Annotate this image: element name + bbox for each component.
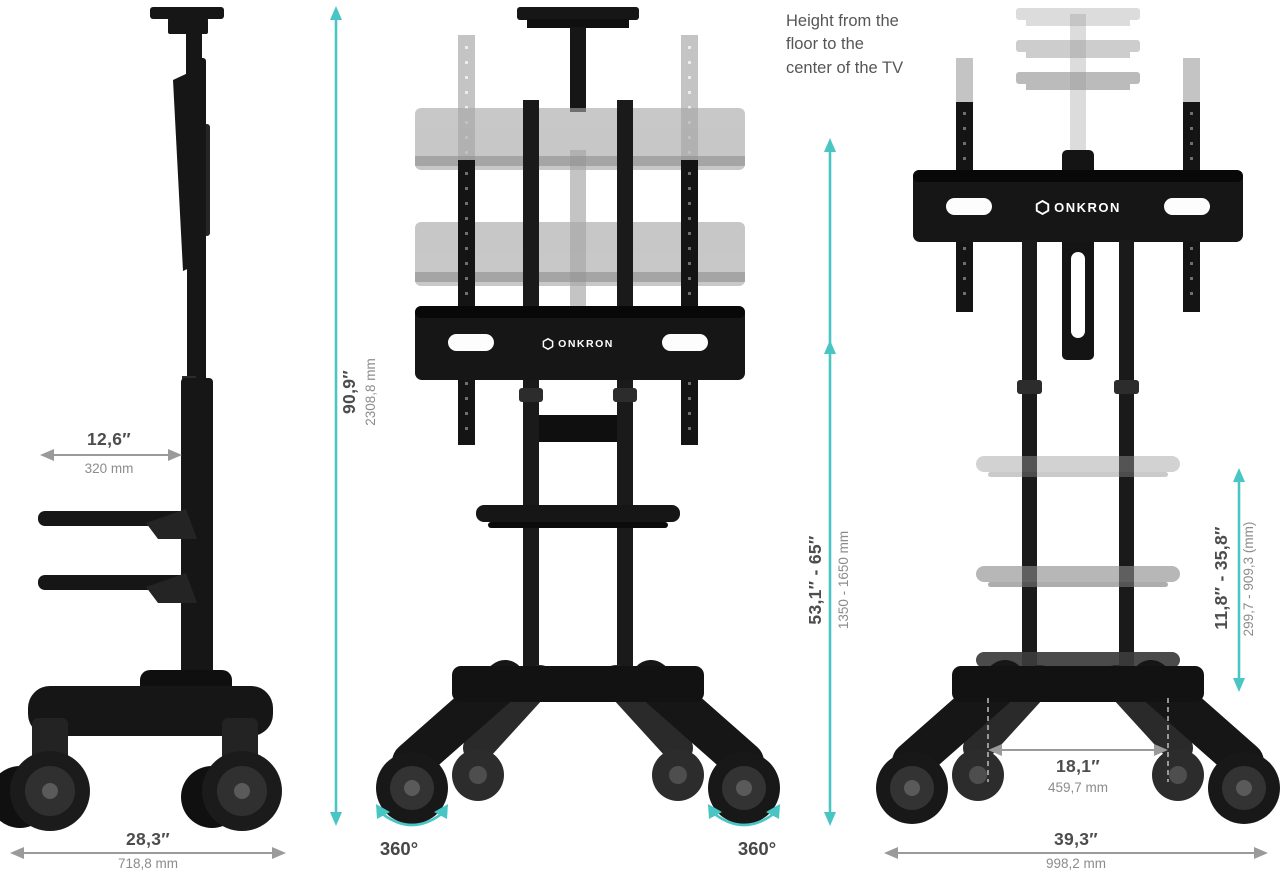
brand-logo-front: ONKRON	[538, 335, 618, 352]
dim-total-height-mm: 2308,8 mm	[363, 358, 378, 426]
dim-base-width-mm: 998,2 mm	[1045, 856, 1107, 871]
shelf-view-drawing	[876, 8, 1280, 824]
dim-tv-center-height-mm: 1350 - 1650 mm	[836, 530, 851, 630]
caster-rotation-left-label: 360°	[379, 838, 419, 859]
brand-name: ONKRON	[558, 337, 614, 350]
side-view-drawing	[0, 7, 282, 831]
dim-shelf-width-mm: 320 mm	[84, 461, 134, 476]
dim-shelf-width-inches: 12,6″	[87, 429, 131, 449]
brand-logo-shelf-view: ONKRON	[1023, 197, 1133, 217]
dim-tv-center-height-inches: 53,1″ - 65″	[805, 535, 825, 625]
note-tv-center-height: Height from the floor to the center of t…	[786, 12, 904, 77]
dim-shelf-height-range-mm: 299,7 - 909,3 (mm)	[1241, 521, 1256, 637]
front-view-drawing	[376, 7, 780, 824]
dim-inner-width-inches: 18,1″	[1056, 756, 1100, 776]
hexagon-icon	[1035, 199, 1050, 215]
caster-rotation-right-label: 360°	[737, 838, 777, 859]
dim-shelf-height-range-inches: 11,8″ - 35,8″	[1211, 526, 1231, 630]
dimension-arrows	[10, 6, 1268, 859]
dim-base-width-inches: 39,3″	[1054, 829, 1098, 849]
hexagon-icon	[542, 337, 554, 350]
dim-base-depth-inches: 28,3″	[126, 829, 170, 849]
dim-inner-width-mm: 459,7 mm	[1047, 780, 1109, 795]
dim-base-depth-mm: 718,8 mm	[117, 856, 179, 871]
brand-name: ONKRON	[1054, 199, 1121, 215]
dim-total-height-inches: 90,9″	[339, 370, 359, 414]
